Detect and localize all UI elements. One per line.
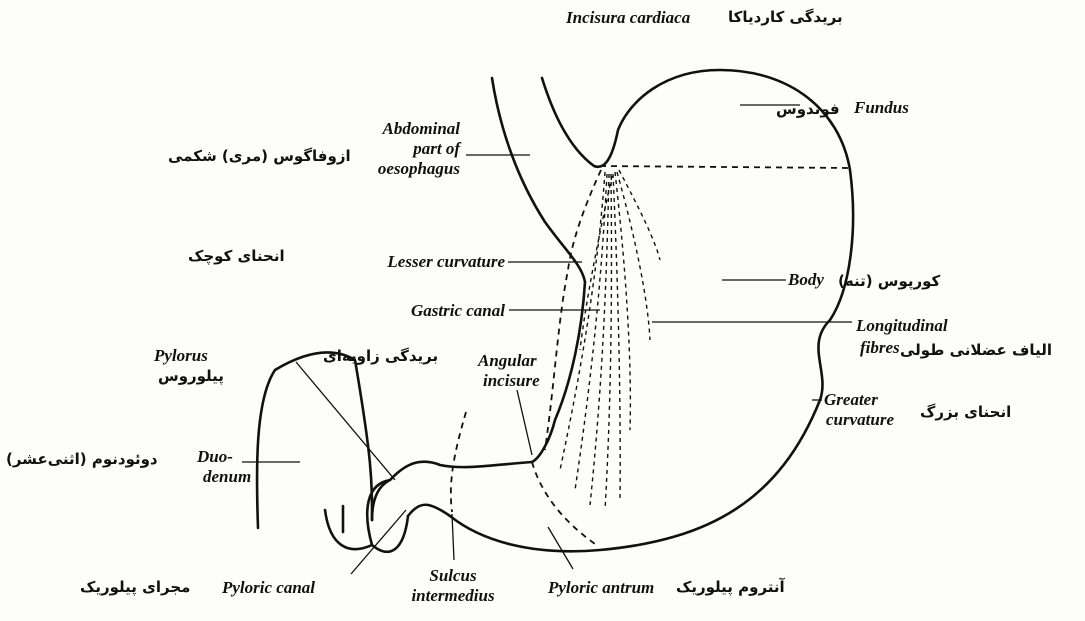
longitudinal-fibres-label-line1: Longitudinal [856, 317, 948, 334]
incisura-cardiaca-fa-label: بریدگی کاردیاکا [728, 9, 843, 26]
angular-incisure-label-line1: Angular [478, 352, 537, 369]
pyloric-antrum-outline [408, 505, 450, 516]
gastric-canal-label: Gastric canal [330, 302, 505, 319]
lesser-curvature-fa-label: انحنای کوچک [188, 248, 285, 265]
fundus-fa-label: فوندوس [776, 101, 840, 118]
duodenum-label-line1: Duo- [197, 448, 233, 465]
body-fa-label: کورپوس (تنه) [838, 273, 940, 290]
longitudinal-fibres-lines [560, 170, 660, 510]
sulcus-intermedius-label-line2: intermedius [408, 587, 498, 604]
abdominal-oesophagus-label-line1: Abdominal [320, 120, 460, 137]
incisura-cardiaca-label: Incisura cardiaca [566, 9, 690, 26]
antrum-boundary-dashed [532, 462, 598, 546]
pyloric-antrum-label: Pyloric antrum [548, 579, 654, 596]
lesser-curvature-outline [492, 78, 585, 462]
pyloric-canal-label: Pyloric canal [222, 579, 315, 596]
angular-incisure-label-line2: incisure [483, 372, 540, 389]
longitudinal-fibres-label-line2: fibres [860, 339, 900, 356]
duodenum-outline [257, 353, 372, 528]
angular-incisure-fa-label: بریدگی زاویه‌ای [323, 348, 438, 365]
duodenum-label-line2: denum [203, 468, 251, 485]
longitudinal-fibres-fa-label: الیاف عضلانی طولی [900, 342, 1052, 359]
greater-curvature-label-line2: curvature [826, 411, 894, 428]
greater-curvature-fa-label: انحنای بزرگ [920, 404, 1011, 421]
pylorus-label: Pylorus [154, 347, 208, 364]
fundus-boundary-dashed [600, 166, 850, 168]
greater-curvature-label-line1: Greater [824, 391, 878, 408]
lesser-curvature-label: Lesser curvature [310, 253, 505, 270]
duodenum-inner [325, 510, 372, 549]
pylorus-bulb-outline [367, 462, 532, 552]
duodenum-fa-label: دوئودنوم (اثنی‌عشر) [6, 451, 158, 468]
sulcus-intermedius-dashed [451, 412, 466, 512]
pylorus-constriction [372, 480, 390, 520]
pylorus-fa-label: پیلوروس [158, 368, 224, 385]
fundus-label: Fundus [854, 99, 909, 116]
abdominal-oesophagus-fa-label: ازوفاگوس (مری) شکمی [168, 148, 351, 165]
sulcus-intermedius-label-line1: Sulcus [408, 567, 498, 584]
pyloric-canal-fa-label: مجرای پیلوریک [80, 579, 190, 596]
pyloric-antrum-fa-label: آنتروم پیلوریک [676, 579, 785, 596]
body-label: Body [788, 271, 824, 288]
